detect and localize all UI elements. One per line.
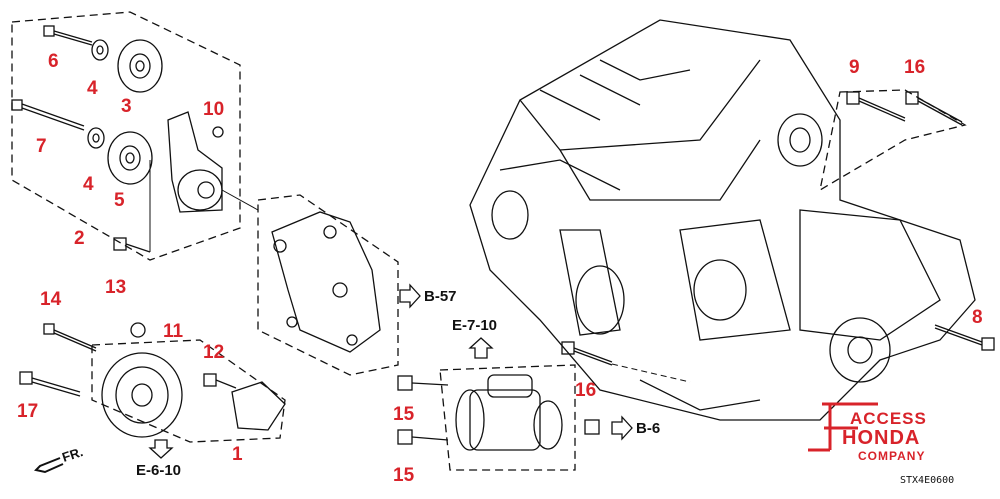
bolt-12 xyxy=(203,373,237,389)
callout-10: 10 xyxy=(203,99,225,120)
bolt-7 xyxy=(11,99,85,131)
bolt-9 xyxy=(846,91,906,122)
idler-pulley-upper xyxy=(117,39,163,93)
callout-3: 3 xyxy=(121,96,132,117)
logo-mark xyxy=(808,402,878,452)
bolt-pair-frame xyxy=(819,89,967,192)
arrow-b57 xyxy=(399,283,421,309)
callout-15-lower: 15 xyxy=(393,465,415,486)
front-arrow xyxy=(34,457,64,474)
callout-6: 6 xyxy=(48,51,59,72)
starter-motor xyxy=(455,374,563,451)
callout-14: 14 xyxy=(40,289,62,310)
arrow-e710 xyxy=(468,337,494,359)
callout-16-upper: 16 xyxy=(904,57,926,78)
callout-5: 5 xyxy=(114,190,125,211)
alternator xyxy=(101,322,183,438)
logo-company: COMPANY xyxy=(858,449,926,463)
bolt-15-lower xyxy=(397,429,449,445)
callout-8: 8 xyxy=(972,307,983,328)
callout-16-lower: 16 xyxy=(575,380,597,401)
bolt-8 xyxy=(934,324,995,351)
bolt-13 xyxy=(113,237,151,253)
alternator-frame xyxy=(91,339,286,443)
arrow-b6 xyxy=(611,415,633,441)
idler-pulley-lower xyxy=(107,131,153,185)
auto-tensioner xyxy=(167,111,224,213)
bolt-16-upper xyxy=(905,91,963,126)
bolt-15-upper xyxy=(397,375,449,391)
bolt-14 xyxy=(43,323,97,352)
callout-12: 12 xyxy=(203,342,225,363)
logo-access: ACCESS xyxy=(850,409,927,428)
bolt-16-lower xyxy=(561,341,613,366)
callout-15-upper: 15 xyxy=(393,404,415,425)
callout-1: 1 xyxy=(232,444,243,465)
bolt-6 xyxy=(43,25,93,46)
callout-17: 17 xyxy=(17,401,39,422)
callout-4-upper: 4 xyxy=(87,78,98,99)
logo-honda: HONDA xyxy=(842,427,921,449)
bracket-frame xyxy=(257,194,399,376)
callout-13: 13 xyxy=(105,277,127,298)
ref-e610: E-6-10 xyxy=(136,462,182,479)
engine-mount-bracket xyxy=(271,211,381,353)
arrow-e610 xyxy=(148,439,174,459)
alternator-bracket-1 xyxy=(231,381,286,431)
starter-frame xyxy=(439,364,576,471)
callout-4-lower: 4 xyxy=(83,174,94,195)
ref-b57: B-57 xyxy=(424,288,457,305)
diagram-code: STX4E0600 xyxy=(900,475,955,486)
nut-starter xyxy=(584,419,600,435)
callout-9: 9 xyxy=(849,57,860,78)
washer-lower xyxy=(87,127,105,149)
tensioner-frame xyxy=(11,11,241,261)
washer-upper xyxy=(91,39,109,61)
engine-assembly xyxy=(469,19,976,421)
callout-2: 2 xyxy=(74,228,85,249)
callout-7: 7 xyxy=(36,136,47,157)
ref-b6: B-6 xyxy=(636,420,661,437)
callout-11: 11 xyxy=(163,321,184,342)
bolt-17 xyxy=(19,371,81,397)
ref-e710: E-7-10 xyxy=(452,317,498,334)
